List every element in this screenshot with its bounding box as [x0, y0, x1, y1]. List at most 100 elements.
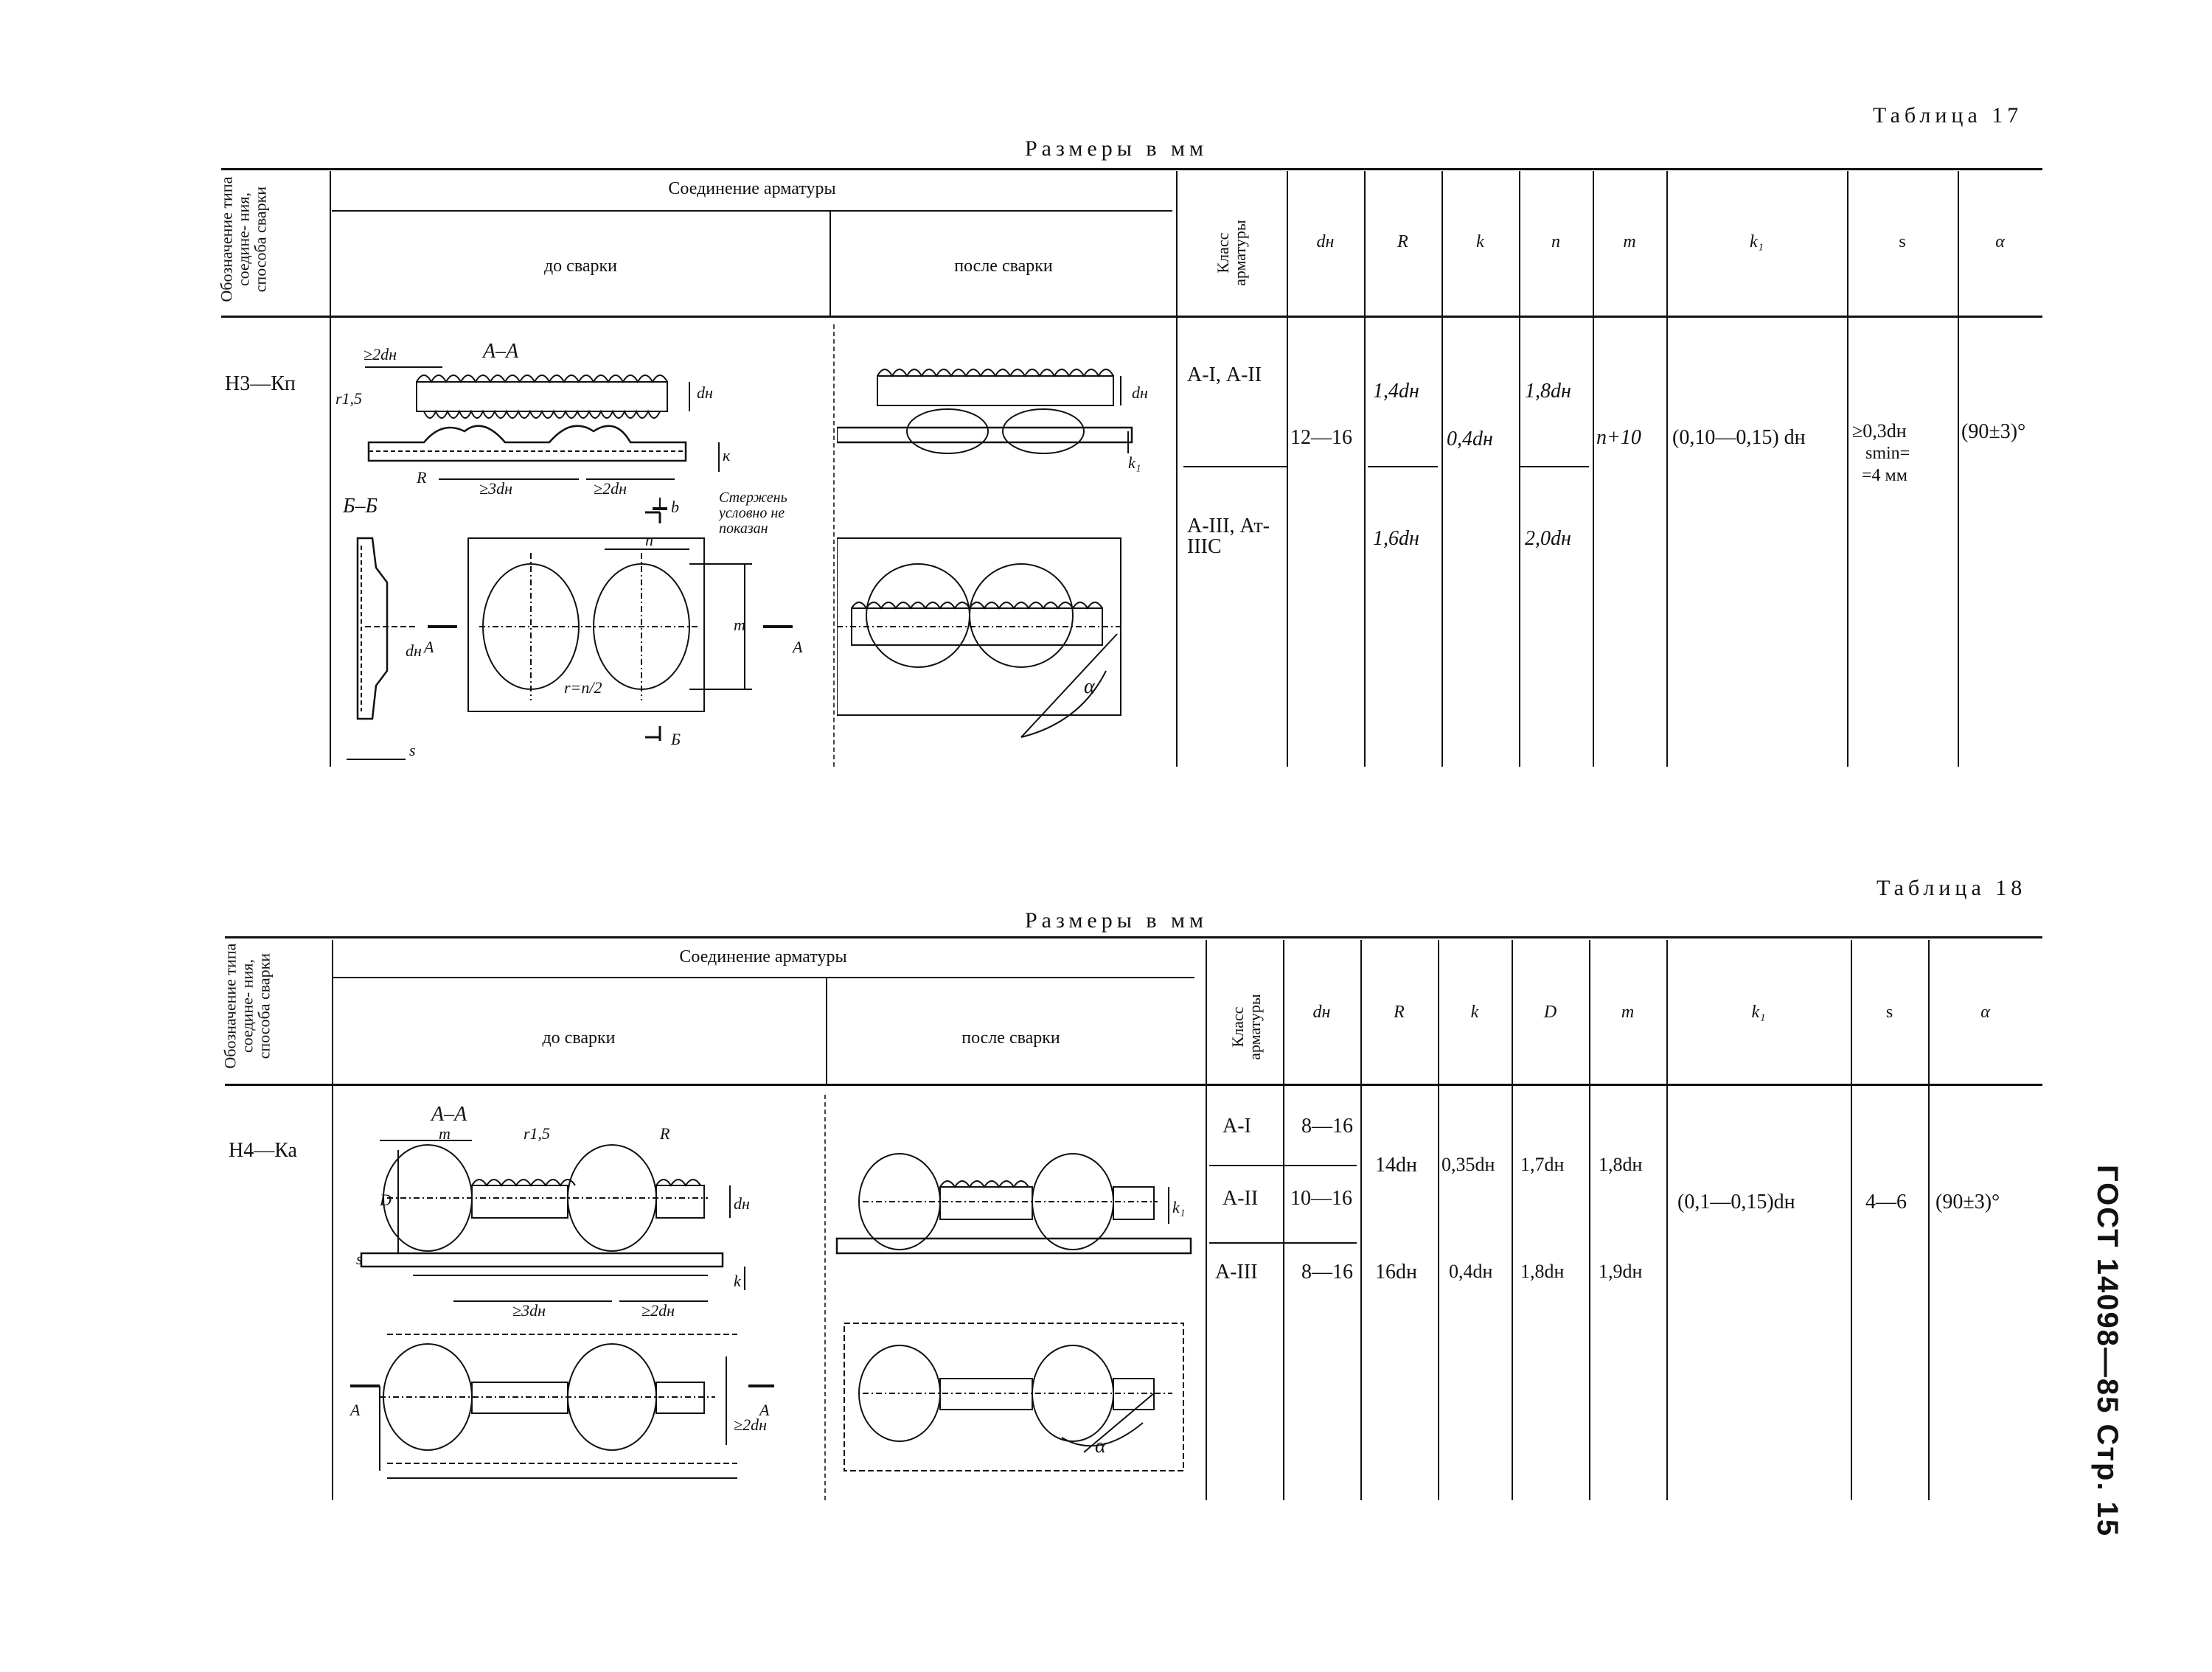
t17-lbl-s: s	[409, 741, 416, 759]
t18-header-D: D	[1543, 1003, 1557, 1022]
t17-s-1: ≥0,3dн	[1852, 420, 1907, 442]
t17-k: 0,4dн	[1447, 428, 1493, 450]
t17-R-1: 1,4dн	[1373, 380, 1419, 403]
t17-lbl-ge2dn-b: ≥2dн	[594, 479, 627, 498]
t17-n-1: 1,8dн	[1525, 380, 1571, 403]
t17-lbl-k: к	[723, 446, 731, 464]
t18-header-R: R	[1394, 1003, 1405, 1022]
table17-units: Размеры в мм	[1025, 136, 1208, 161]
t18-dn-1: 8—16	[1301, 1115, 1353, 1138]
t17-lbl-B: Б	[670, 730, 681, 748]
t18-lbl-alpha: α	[1095, 1435, 1107, 1457]
t18-header-s: s	[1885, 1003, 1893, 1022]
t18-header-designation: Обозначение типа соедине- ния, способа с…	[220, 943, 274, 1069]
t18-lbl-A1: А	[349, 1401, 361, 1419]
t17-lbl-R: R	[416, 468, 427, 487]
t18-lbl-m: m	[439, 1124, 451, 1143]
t18-m-3: 1,9dн	[1599, 1261, 1643, 1282]
t18-lbl-r15: r1,5	[524, 1124, 550, 1143]
t17-header-s: s	[1899, 232, 1906, 251]
t17-header-class: Класс арматуры	[1213, 220, 1249, 286]
t17-lbl-b: b	[671, 498, 679, 516]
t17-header-connection: Соединение арматуры	[668, 179, 836, 198]
t17-lbl-dn-after: dн	[1132, 383, 1148, 402]
t18-R-3: 16dн	[1375, 1261, 1417, 1283]
t18-class-3: А-III	[1215, 1261, 1258, 1283]
t17-lbl-k1: k₁	[1128, 453, 1141, 472]
t17-s-3: =4 мм	[1862, 466, 1907, 485]
t17-alpha: (90±3)°	[1961, 420, 2026, 443]
t17-header-alpha: α	[1995, 232, 2005, 251]
t17-lbl-dn: dн	[697, 383, 713, 402]
t17-header-R: R	[1397, 232, 1408, 251]
t17-lbl-A2: А	[791, 638, 803, 656]
t17-lbl-note: Стержень условно не показан	[719, 490, 787, 537]
t18-lbl-ge2dn: ≥2dн	[641, 1301, 675, 1320]
t18-lbl-ge2dn-b: ≥2dн	[734, 1415, 767, 1434]
t17-header-after: после сварки	[954, 257, 1053, 276]
t18-header-dn: dн	[1312, 1003, 1331, 1022]
t18-m-12: 1,8dн	[1599, 1154, 1643, 1175]
table18-units: Размеры в мм	[1025, 908, 1208, 933]
t17-lbl-dn2: dн	[406, 641, 422, 660]
t17-lbl-rn2: r=n/2	[564, 678, 602, 697]
t17-header-k: k	[1476, 232, 1484, 251]
t17-lbl-bb: Б–Б	[342, 495, 378, 518]
t18-class-2: А-II	[1222, 1187, 1259, 1210]
t17-class-2: А-III, Ат-IIIС	[1187, 515, 1270, 558]
t17-lbl-r15: r1,5	[335, 389, 362, 408]
t18-lbl-R: R	[659, 1124, 670, 1143]
t18-k-3: 0,4dн	[1449, 1261, 1493, 1282]
table18-caption: Таблица 18	[1877, 876, 2027, 900]
t18-class-1: А-I	[1222, 1115, 1251, 1138]
t18-lbl-dn: dн	[734, 1194, 750, 1213]
t17-header-designation: Обозначение типа соедине- ния, способа с…	[217, 176, 270, 302]
t18-lbl-ge3dn: ≥3dн	[512, 1301, 546, 1320]
t18-dn-3: 8—16	[1301, 1261, 1353, 1283]
t18-k-12: 0,35dн	[1441, 1154, 1495, 1175]
t17-header-dn: dн	[1316, 232, 1335, 251]
t18-lbl-aa: А–А	[430, 1103, 467, 1126]
t18-header-before: до сварки	[542, 1028, 616, 1048]
t18-header-after: после сварки	[961, 1028, 1060, 1048]
t18-lbl-k: k	[734, 1272, 742, 1290]
t17-drawing-before: ≥2dн А–А r1,5 dн к R ≥3dн ≥2dн Б–Б b n m…	[335, 340, 803, 760]
t18-D-3: 1,8dн	[1520, 1261, 1565, 1282]
t17-lbl-aa: А–А	[481, 340, 519, 363]
t18-header-k1: k₁	[1751, 1003, 1766, 1022]
t18-k1: (0,1—0,15)dн	[1677, 1191, 1795, 1213]
t18-lbl-A2: А	[758, 1401, 770, 1419]
t17-lbl-alpha: α	[1084, 675, 1096, 698]
t17-header-k1: k₁	[1750, 232, 1764, 251]
t17-lbl-n: n	[645, 531, 653, 549]
side-running-header: ГОСТ 14098—85 Стр. 15	[2091, 1165, 2124, 1538]
t17-header-m: m	[1623, 232, 1636, 251]
t17-class-1: А-I, А-II	[1187, 363, 1262, 386]
t17-header-n: n	[1551, 232, 1560, 251]
t17-lbl-m: m	[734, 616, 745, 634]
t18-s: 4—6	[1865, 1191, 1907, 1213]
t18-drawing-before: А–А m r1,5 R D dн s k ≥3dн ≥2dн А А ≥2dн	[349, 1103, 774, 1479]
t18-lbl-s: s	[356, 1250, 363, 1268]
t18-header-alpha: α	[1980, 1003, 1990, 1022]
t17-dn: 12—16	[1290, 426, 1352, 449]
t17-lbl-A1: А	[422, 638, 434, 656]
t17-lbl-ge2dn: ≥2dн	[364, 345, 397, 363]
t17-n-2: 2,0dн	[1525, 527, 1571, 550]
t18-dn-2: 10—16	[1290, 1187, 1352, 1210]
t17-k1: (0,10—0,15) dн	[1672, 426, 1806, 449]
t18-row-mark: Н4—Ка	[229, 1139, 297, 1162]
t17-drawing-after: dн k₁ α	[837, 369, 1148, 738]
t17-lbl-ge3dn: ≥3dн	[479, 479, 512, 498]
t18-header-k: k	[1470, 1003, 1479, 1022]
t18-R-12: 14dн	[1375, 1154, 1417, 1177]
t18-header-m: m	[1621, 1003, 1635, 1022]
t18-D-12: 1,7dн	[1520, 1154, 1565, 1175]
table17-caption: Таблица 17	[1873, 103, 2023, 128]
t18-lbl-D: D	[379, 1191, 392, 1209]
t18-header-class: Класс арматуры	[1228, 994, 1264, 1060]
t17-header-before: до сварки	[543, 257, 618, 276]
t18-lbl-k1: k₁	[1172, 1198, 1185, 1216]
t17-m: n+10	[1596, 426, 1641, 449]
t17-s-2: smin=	[1865, 444, 1910, 463]
